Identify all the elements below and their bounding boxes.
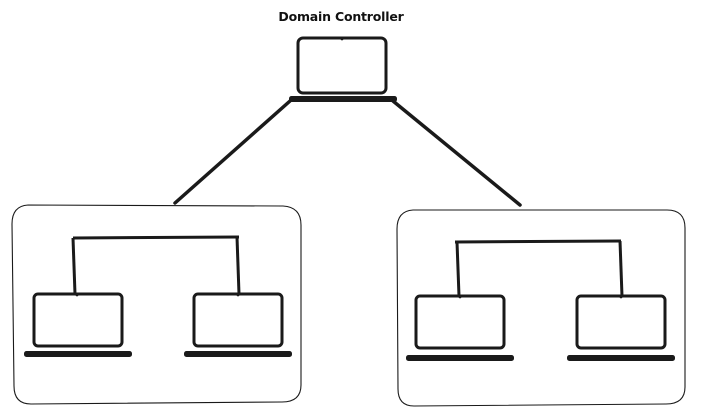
right-group-frame [396,209,686,407]
left-group [11,204,302,405]
left-laptop-1-icon [24,292,132,357]
right-bus [454,239,624,297]
right-laptop-2-icon [567,294,675,361]
left-bus [71,235,241,295]
left-laptop-2-icon [184,292,292,357]
domain-controller-laptop-icon [289,36,397,102]
right-laptop-1-icon [406,294,514,361]
connector-line-left [173,99,292,205]
right-group [396,209,686,407]
domain-controller-label: Domain Controller [278,9,404,24]
left-group-frame [11,204,302,405]
connector-line-right [391,99,522,207]
